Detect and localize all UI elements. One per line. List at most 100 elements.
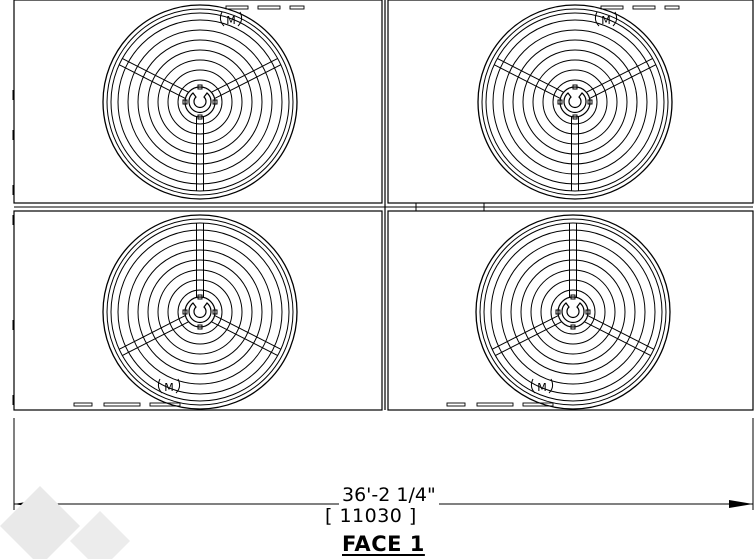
fan-spoke (497, 58, 564, 93)
fan-ring-outer (475, 214, 671, 410)
unit-frame (12, 0, 753, 410)
motor-tag: M (446, 378, 554, 407)
panel-border (13, 210, 383, 411)
fan-hub-notch (182, 309, 188, 315)
cable-dash (289, 5, 305, 10)
fan-spoke (586, 58, 653, 93)
panel-border (13, 0, 383, 204)
fan-guard-ring (490, 229, 656, 395)
fan-guard-ring (137, 39, 263, 165)
fan-spoke (122, 58, 189, 93)
fan-guard-ring (127, 29, 273, 175)
fan-hub-notch (585, 309, 591, 315)
fan-hub-notch (555, 309, 561, 315)
fan-hub-outer (184, 296, 216, 328)
fan-spoke (214, 64, 282, 99)
fan-guard-ring (177, 79, 223, 125)
fan-guard-ring (137, 249, 263, 375)
fan-hub-notch (212, 309, 218, 315)
fan-guard-ring (167, 279, 233, 345)
overall-length-metric: [ 11030 ] (322, 507, 420, 526)
fan-guard-ring (177, 289, 223, 335)
fan-hub-inner (188, 302, 212, 324)
fan-ring-outer-inner (106, 8, 294, 196)
fan-ring-shroud (110, 12, 290, 192)
fan-spoke (211, 321, 278, 356)
fan-hub-notch (182, 99, 188, 105)
motor-bracket (594, 11, 618, 27)
fan-ring-outer (102, 214, 298, 410)
fan-hub-inner (561, 302, 585, 324)
fan-spoke (122, 321, 189, 356)
cable-dash (257, 5, 281, 10)
fan-guard-ring (117, 229, 283, 395)
face-title: FACE 1 (342, 532, 425, 556)
fan-hub-inner (563, 92, 587, 114)
fan-guard-ring (512, 39, 638, 165)
fan-guard (475, 214, 671, 410)
watermark-mark (0, 486, 130, 559)
fan-guard-ring (147, 259, 253, 365)
fan-spoke (118, 64, 186, 99)
fan-hub-outer (559, 86, 591, 118)
motor-tag: M (73, 378, 181, 407)
fan-ring-outer-inner (479, 218, 667, 406)
fan-ring-outer (102, 4, 298, 200)
fan-guard-ring (157, 59, 243, 145)
fan-spoke (589, 64, 657, 99)
fan-guard-ring (550, 289, 596, 335)
fan-spoke (587, 315, 655, 350)
motor-label: M (601, 14, 611, 27)
motor-tag: M (594, 5, 680, 27)
fan-guard-ring (552, 79, 598, 125)
cable-dash (149, 402, 181, 407)
cable-dash (664, 5, 680, 10)
fan-hub-inner (188, 92, 212, 114)
fan-hub-notch (197, 324, 203, 330)
fan-spoke (491, 315, 559, 350)
arrowhead-right (729, 500, 753, 508)
panel-border (387, 0, 754, 204)
cable-dash (476, 402, 514, 407)
fan-hub-notch (587, 99, 593, 105)
fan-ring-outer-inner (481, 8, 669, 196)
fan-ring-outer-inner (106, 218, 294, 406)
fan-panel-bottom-left: M (13, 210, 383, 411)
fan-guard-ring (117, 19, 283, 185)
fan-hub-notch (212, 99, 218, 105)
fan-hub-notch (572, 114, 578, 120)
cable-dash (225, 5, 249, 10)
fan-panels: M M M M (13, 0, 754, 411)
motor-bracket (219, 11, 243, 27)
fan-hub-notch (570, 324, 576, 330)
motor-label: M (164, 381, 174, 394)
fan-panel-top-right: M (387, 0, 754, 204)
fan-hub-notch (197, 294, 203, 300)
motor-bracket (157, 378, 181, 394)
fan-hub-outer (557, 296, 589, 328)
cable-dash (73, 402, 93, 407)
cable-dash (446, 402, 466, 407)
cable-dash (522, 402, 554, 407)
fan-guard (102, 214, 298, 410)
motor-bracket (530, 378, 554, 394)
fan-guard-ring (532, 59, 618, 145)
fan-hub-notch (197, 114, 203, 120)
fan-hub-notch (197, 84, 203, 90)
fan-guard-ring (530, 269, 616, 355)
fan-spoke (214, 315, 282, 350)
fan-guard-ring (510, 249, 636, 375)
fan-guard-ring (492, 19, 658, 185)
fan-hub-notch (572, 84, 578, 90)
fan-guard-ring (500, 239, 646, 385)
fan-spoke (495, 321, 562, 356)
motor-tag: M (219, 5, 305, 27)
fan-ring-shroud (483, 222, 663, 402)
fan-spoke (118, 315, 186, 350)
cable-dash (600, 5, 624, 10)
fan-guard-ring (157, 269, 243, 355)
fan-guard-ring (167, 69, 233, 135)
fan-guard-ring (520, 259, 626, 365)
panel-border (387, 210, 754, 411)
